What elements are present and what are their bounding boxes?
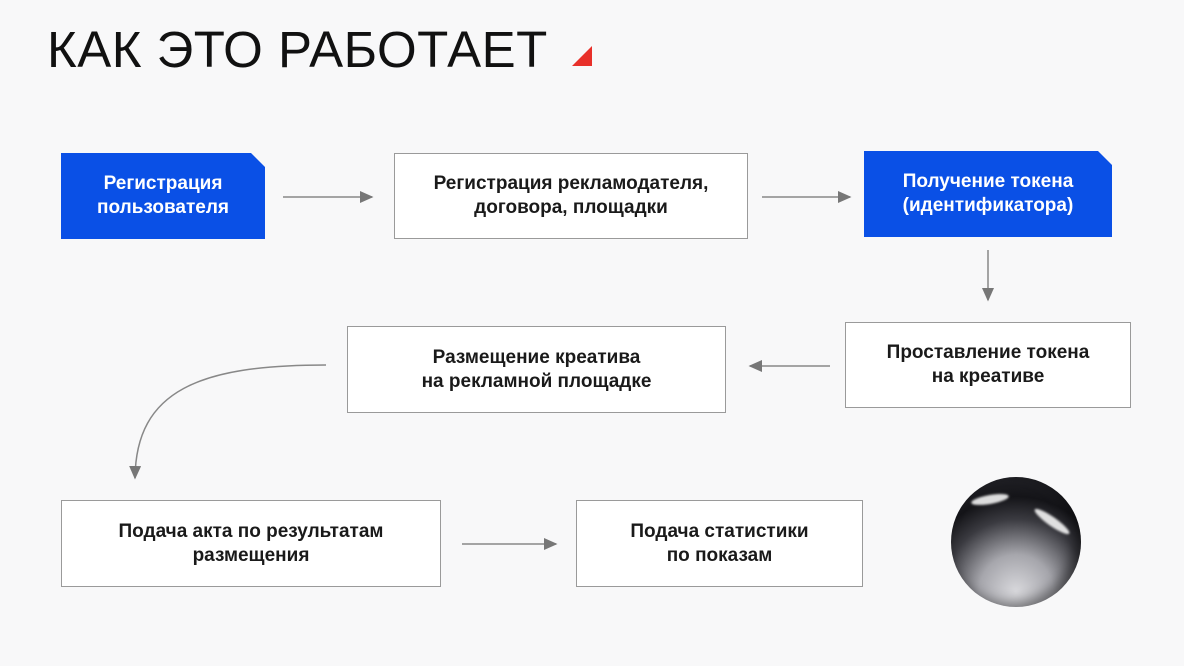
arrow-5-6 — [129, 364, 327, 480]
step-place-creative: Размещение креатива на рекламной площадк… — [347, 326, 726, 413]
step-token-on-creative: Проставление токена на креативе — [845, 322, 1131, 408]
step-get-token: Получение токена (идентификатора) — [864, 151, 1112, 237]
step-submit-statistics: Подача статистики по показам — [576, 500, 863, 587]
chrome-sphere-decoration — [951, 477, 1081, 607]
step-advertiser-registration: Регистрация рекламодателя, договора, пло… — [394, 153, 748, 239]
step-user-registration: Регистрация пользователя — [61, 153, 265, 239]
red-triangle-accent — [572, 46, 592, 66]
step-submit-act: Подача акта по результатам размещения — [61, 500, 441, 587]
page-title: КАК ЭТО РАБОТАЕТ — [47, 21, 548, 78]
